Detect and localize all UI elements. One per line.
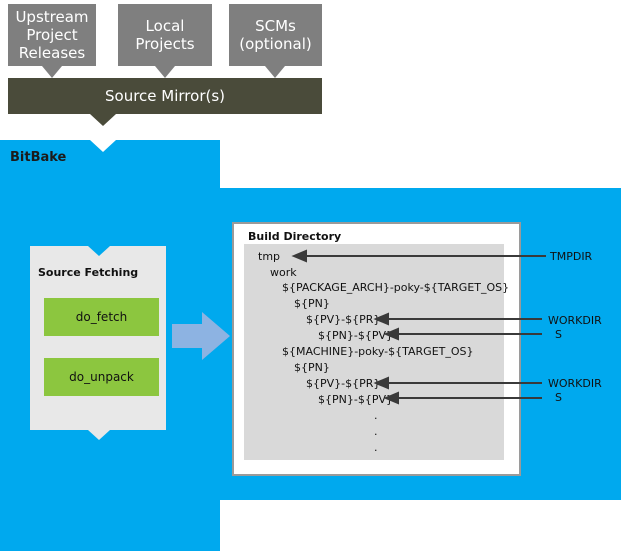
fetch-top-notch [88,246,110,256]
upstream-pointer [42,66,62,78]
source-fetching-panel [30,246,166,430]
do-fetch-task: do_fetch [44,298,159,336]
workdir-label-1: WORKDIR [548,314,602,327]
tree-package-arch: ${PACKAGE_ARCH}-poky-${TARGET_OS} [282,281,510,294]
workdir-label-2: WORKDIR [548,377,602,390]
local-projects-box: Local Projects [118,4,212,66]
upstream-project-releases-box: Upstream Project Releases [8,4,96,66]
mirror-pointer [90,114,116,126]
tree-ellipsis-2: . [374,425,378,438]
tree-ellipsis-1: . [374,409,378,422]
bitbake-region-bottom [0,498,220,551]
tmpdir-label: TMPDIR [550,250,593,263]
build-directory-title: Build Directory [248,230,342,243]
tree-ellipsis-3: . [374,441,378,454]
tree-pv-pr-2: ${PV}-${PR} [306,377,381,390]
scms-box: SCMs (optional) [229,4,322,66]
bitbake-notch [90,140,116,152]
source-fetching-title: Source Fetching [38,266,139,279]
source-down-pointers [42,66,285,126]
local-pointer [155,66,175,78]
tree-pn-pv-2: ${PN}-${PV} [318,393,393,406]
tree-tmp: tmp [258,250,281,263]
tree-pn-pv-1: ${PN}-${PV} [318,329,393,342]
fetch-to-build-arrow [172,312,230,360]
tree-pn-2: ${PN} [294,361,330,374]
tree-machine: ${MACHINE}-poky-${TARGET_OS} [282,345,474,358]
do-unpack-task: do_unpack [44,358,159,396]
tree-work: work [270,266,297,279]
s-label-1: S [555,328,562,341]
fetch-panel-notches [88,246,110,440]
fetch-bottom-pointer [88,430,110,440]
build-directory-tree-area [244,244,504,460]
bitbake-region-top [0,140,220,190]
s-label-2: S [555,391,562,404]
scms-pointer [265,66,285,78]
tree-pn-1: ${PN} [294,297,330,310]
tree-pv-pr-1: ${PV}-${PR} [306,313,381,326]
source-mirror-bar: Source Mirror(s) [8,78,322,114]
bitbake-label: BitBake [10,150,67,165]
